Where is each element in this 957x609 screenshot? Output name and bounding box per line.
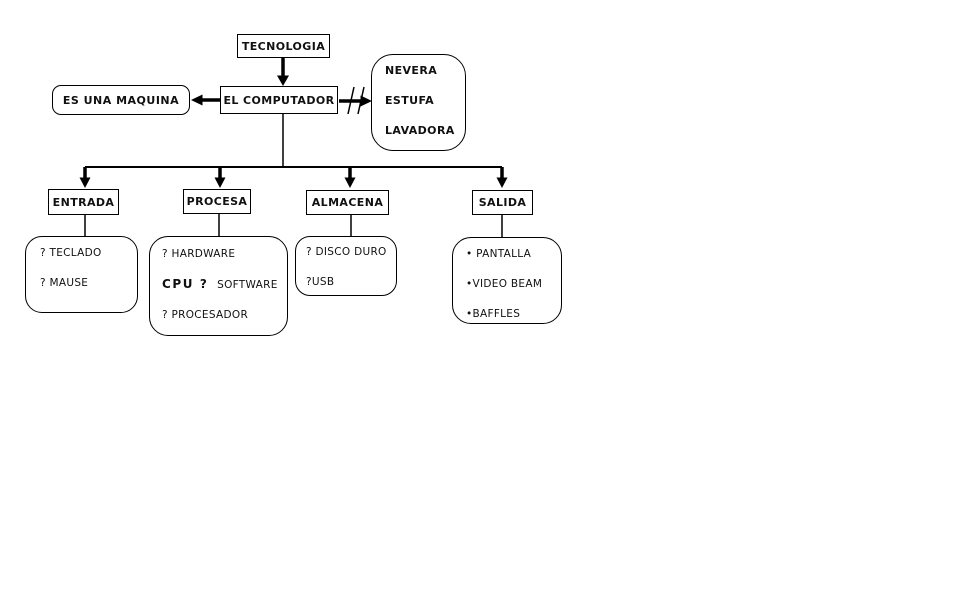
list-item-hardware: ? HARDWARE	[162, 248, 236, 260]
node-es-una-maquina: ES UNA MAQUINA	[52, 85, 190, 115]
node-salida-label: SALIDA	[478, 196, 527, 209]
list-procesa: ? HARDWARE CPU ? SOFTWARE ? PROCESADOR	[149, 236, 288, 336]
list-item-procesador: ? PROCESADOR	[162, 309, 249, 321]
arrowhead-left-maquina	[191, 94, 203, 106]
node-entrada: ENTRADA	[48, 189, 119, 215]
cpu-bold-text: CPU ?	[162, 277, 209, 291]
software-text: SOFTWARE	[217, 279, 278, 291]
list-item-disco-duro: ? DISCO DURO	[306, 246, 387, 258]
node-entrada-label: ENTRADA	[52, 195, 115, 209]
list-item-teclado: ? TECLADO	[40, 247, 102, 259]
list-entrada: ? TECLADO ? MAUSE	[25, 236, 138, 313]
arrowhead-almacena	[344, 177, 356, 188]
node-almacena: ALMACENA	[306, 190, 389, 215]
cross-slash-2	[357, 86, 365, 115]
list-almacena: ? DISCO DURO ?USB	[295, 236, 397, 296]
cross-slash-1	[347, 86, 355, 115]
list-item-mause: ? MAUSE	[40, 277, 89, 289]
arrowhead-right-nonexamples	[360, 95, 372, 107]
node-tecnologia-label: TECNOLOGIA	[241, 39, 326, 53]
arrowhead-down-computador	[277, 75, 289, 86]
node-tecnologia: TECNOLOGIA	[237, 34, 330, 58]
node-salida: SALIDA	[472, 190, 533, 215]
node-procesa-label: PROCESA	[186, 195, 248, 208]
node-almacena-label: ALMACENA	[311, 196, 384, 209]
arrowhead-procesa	[214, 177, 226, 188]
node-el-computador: EL COMPUTADOR	[220, 86, 338, 114]
node-el-computador-label: EL COMPUTADOR	[223, 93, 335, 107]
node-non-examples: NEVERA ESTUFA LAVADORA	[371, 54, 466, 151]
non-example-estufa: ESTUFA	[385, 94, 435, 107]
arrowhead-entrada	[79, 177, 91, 188]
arrowhead-salida	[496, 177, 508, 188]
non-example-lavadora: LAVADORA	[385, 124, 455, 137]
list-item-cpu-software: CPU ? SOFTWARE	[162, 278, 287, 292]
list-item-video-beam: •VIDEO BEAM	[466, 278, 543, 290]
list-item-usb: ?USB	[306, 276, 335, 288]
non-example-nevera: NEVERA	[385, 64, 438, 77]
list-salida: • PANTALLA •VIDEO BEAM •BAFFLES	[452, 237, 562, 324]
list-item-baffles: •BAFFLES	[466, 308, 521, 320]
node-es-una-maquina-label: ES UNA MAQUINA	[62, 93, 180, 107]
node-procesa: PROCESA	[183, 189, 251, 214]
list-item-pantalla: • PANTALLA	[466, 248, 532, 260]
